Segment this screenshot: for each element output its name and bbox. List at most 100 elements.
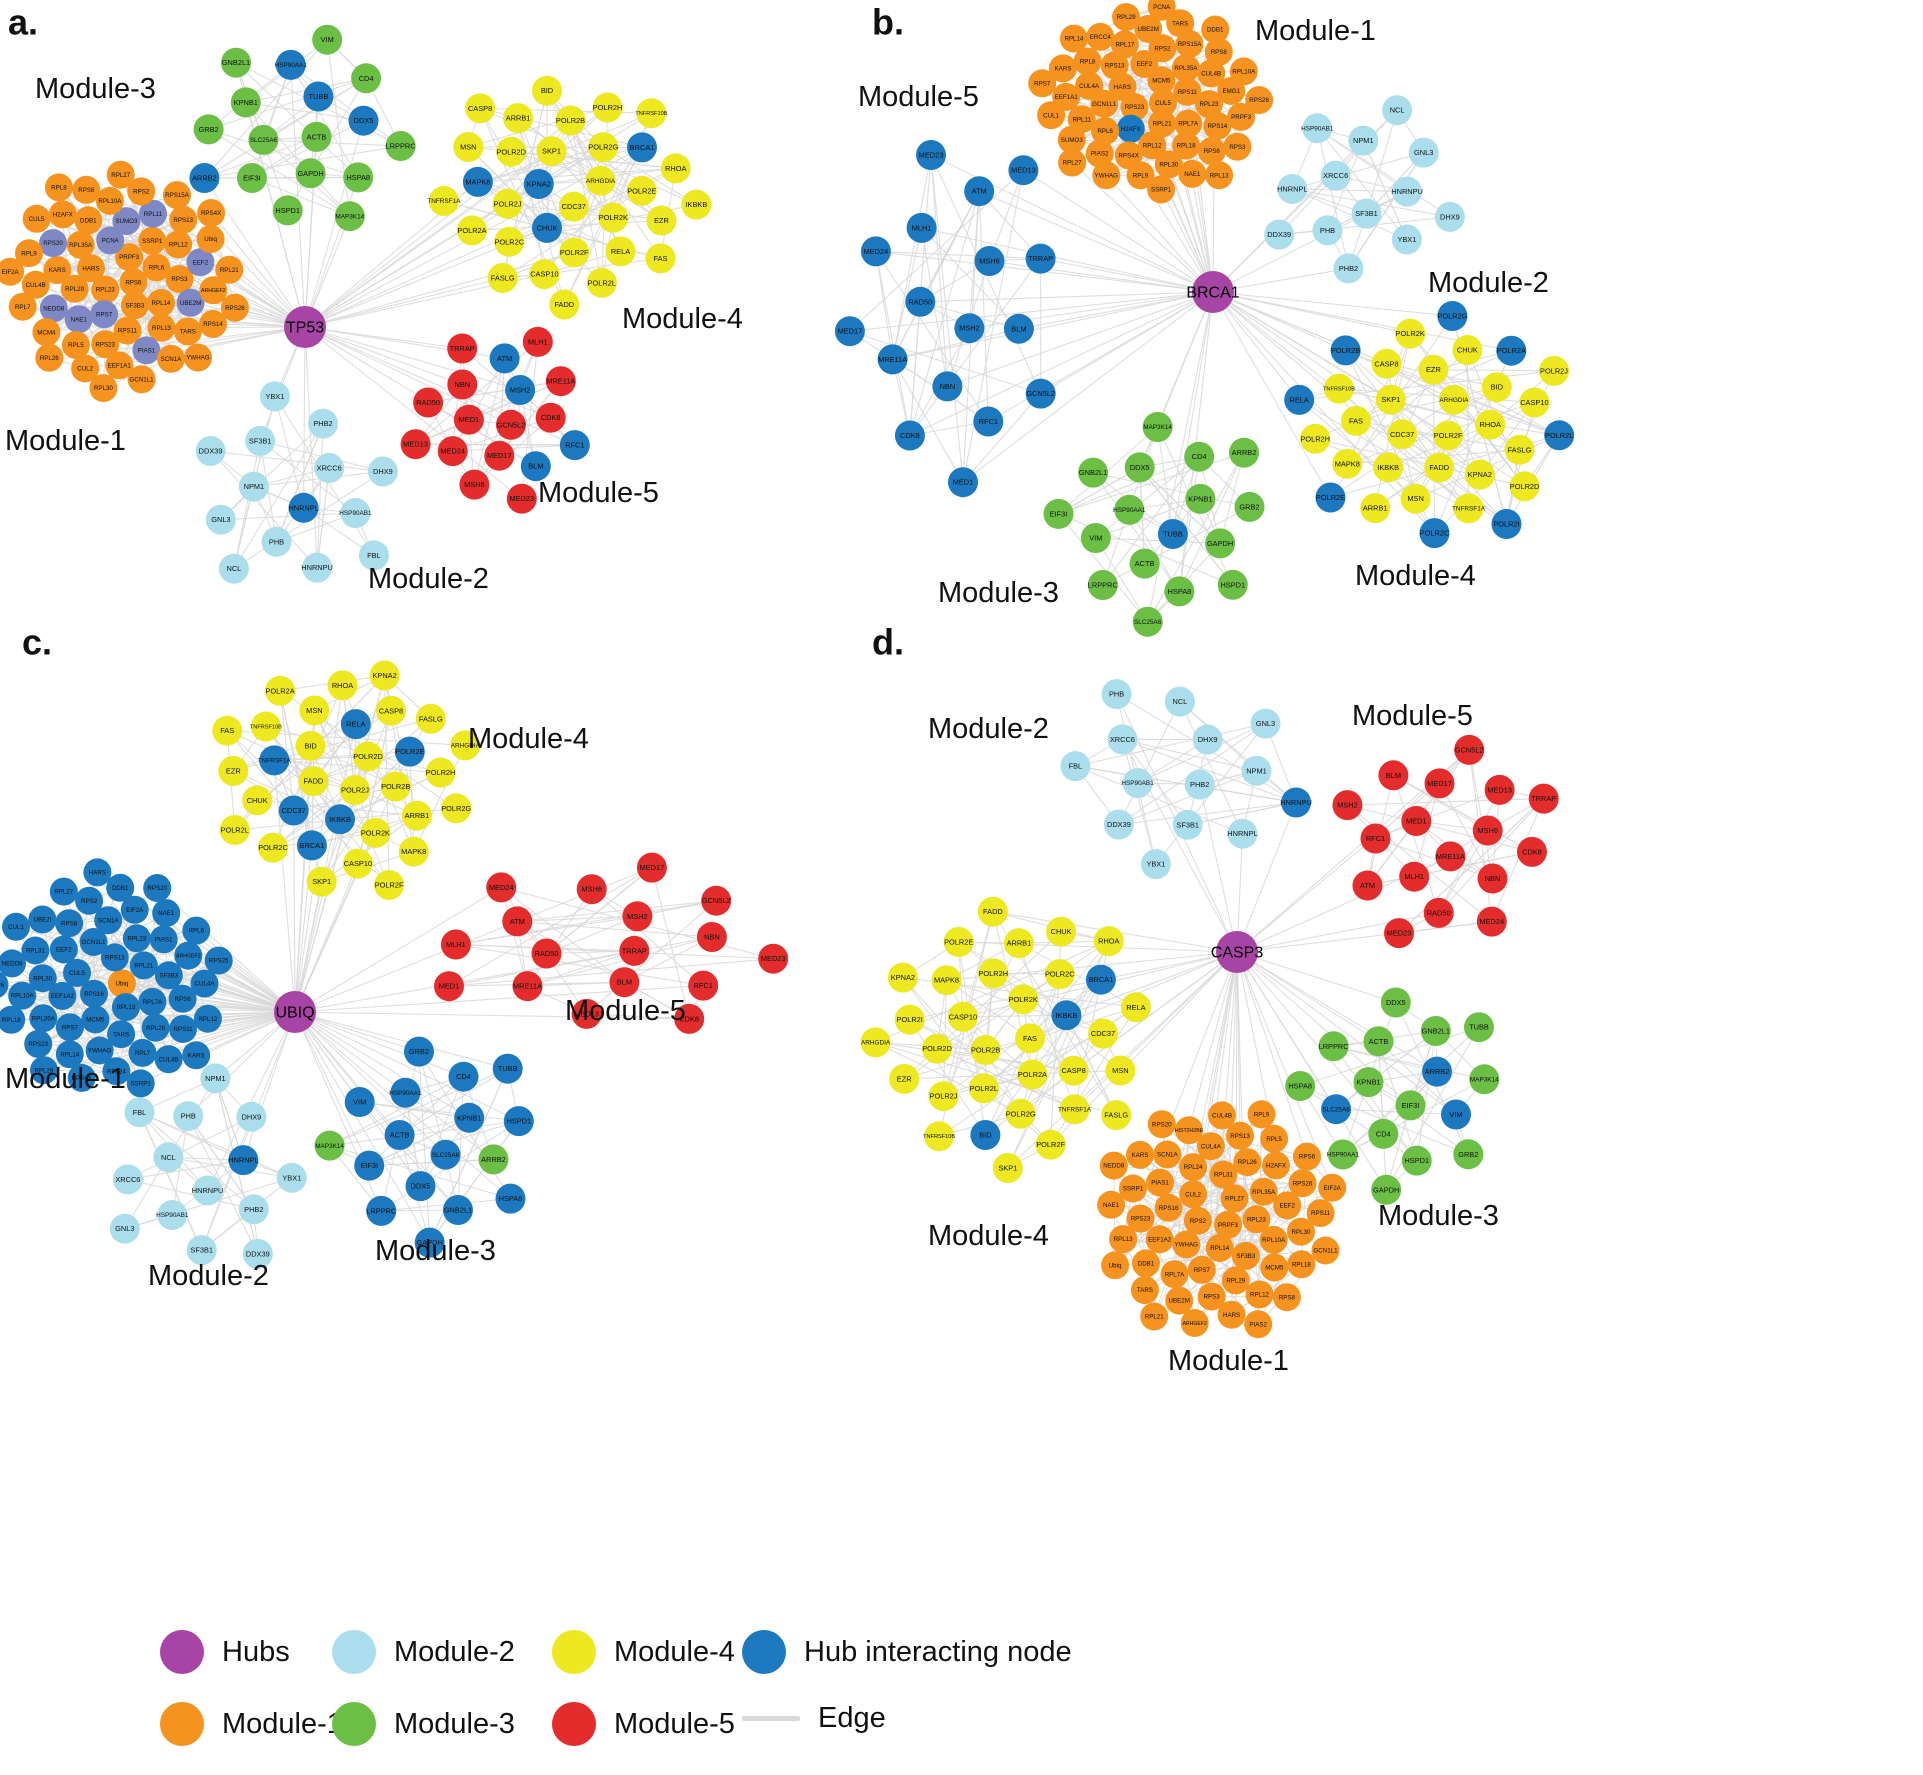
- node-MAPK8[interactable]: MAPK8: [1332, 448, 1363, 479]
- node-KPNB1[interactable]: KPNB1: [1185, 483, 1216, 514]
- node-CHUK[interactable]: CHUK: [532, 212, 562, 243]
- node-FBL[interactable]: FBL: [358, 540, 389, 571]
- node-RPL12[interactable]: RPL12: [1245, 1280, 1274, 1309]
- node-MRE11A[interactable]: MRE11A: [877, 344, 908, 375]
- node-RPL18[interactable]: RPL18: [0, 1005, 26, 1034]
- node-HNRNPU[interactable]: HNRNPU: [1391, 176, 1423, 207]
- node-FAS[interactable]: FAS: [212, 715, 243, 746]
- node-EEF2[interactable]: EEF2: [1130, 50, 1159, 78]
- node-KPNA2[interactable]: KPNA2: [369, 660, 400, 691]
- node-HSP90AA1[interactable]: HSP90AA1: [275, 49, 308, 80]
- node-TNFRSF1A[interactable]: TNFRSF1A: [1058, 1094, 1092, 1125]
- node-POLR2G[interactable]: POLR2G: [1437, 301, 1468, 331]
- node-GCN1L1[interactable]: GCN1L1: [127, 365, 156, 394]
- node-POLR2J[interactable]: POLR2J: [928, 1081, 959, 1112]
- node-NEDD8[interactable]: NEDD8: [0, 949, 26, 978]
- node-SSRP1[interactable]: SSRP1: [138, 226, 167, 255]
- node-ACTB[interactable]: ACTB: [1363, 1026, 1394, 1057]
- node-TNFRSF10B[interactable]: TNFRSF10B: [250, 711, 282, 742]
- node-SKP1[interactable]: SKP1: [1375, 384, 1406, 415]
- node-RPL14[interactable]: RPL14: [55, 1040, 84, 1069]
- node-POLR2D[interactable]: POLR2D: [1509, 471, 1540, 502]
- node-PHB[interactable]: PHB: [261, 526, 292, 557]
- node-RPL7A[interactable]: RPL7A: [138, 987, 167, 1016]
- node-NPM1[interactable]: NPM1: [1241, 755, 1272, 786]
- node-PHB2[interactable]: PHB2: [1333, 253, 1364, 284]
- node-POLR2F[interactable]: POLR2F: [374, 870, 405, 900]
- node-RPL29[interactable]: RPL29: [30, 1056, 58, 1085]
- node-RPL21[interactable]: RPL21: [1140, 1302, 1169, 1331]
- node-TNFRSF10B[interactable]: TNFRSF10B: [923, 1121, 955, 1152]
- node-PHB[interactable]: PHB: [1312, 215, 1343, 246]
- node-CUL1[interactable]: CUL1: [1037, 101, 1066, 130]
- node-RAD50[interactable]: RAD50: [531, 938, 562, 969]
- node-FBL[interactable]: FBL: [124, 1097, 155, 1128]
- node-PCNA[interactable]: PCNA: [1147, 0, 1176, 21]
- node-POLR2D[interactable]: POLR2D: [496, 136, 527, 167]
- node-ARRB1[interactable]: ARRB1: [503, 103, 534, 134]
- node-PRPF3[interactable]: PRPF3: [115, 243, 144, 272]
- node-CUL4A[interactable]: CUL4A: [1075, 71, 1104, 100]
- node-NAE1[interactable]: NAE1: [1097, 1190, 1126, 1219]
- node-MAP3K14[interactable]: MAP3K14: [1142, 412, 1173, 442]
- node-MED23[interactable]: MED23: [1384, 918, 1414, 949]
- node-RPL12[interactable]: RPL12: [193, 1004, 222, 1033]
- node-CASP8[interactable]: CASP8: [465, 93, 496, 124]
- node-RPL27[interactable]: RPL27: [49, 877, 78, 906]
- node-RPS13[interactable]: RPS13: [169, 205, 198, 234]
- node-VIM[interactable]: VIM: [344, 1087, 375, 1117]
- node-KPNB1[interactable]: KPNB1: [454, 1102, 485, 1133]
- node-MED13[interactable]: MED13: [1008, 155, 1039, 186]
- node-RPL35A[interactable]: RPL35A: [1249, 1177, 1278, 1206]
- node-KPNB1[interactable]: KPNB1: [230, 87, 261, 118]
- node-EEF1A1[interactable]: EEF1A1: [105, 351, 134, 380]
- node-SF3B1[interactable]: SF3B1: [1172, 809, 1203, 840]
- node-RPL7A[interactable]: RPL7A: [1174, 109, 1203, 138]
- node-HSPA8[interactable]: HSPA8: [495, 1183, 526, 1214]
- node-PIAS1[interactable]: PIAS1: [132, 336, 161, 365]
- node-RPL14[interactable]: RPL14: [1205, 1234, 1234, 1262]
- node-Ubiq[interactable]: Ubiq: [107, 969, 136, 998]
- node-XRCC6[interactable]: XRCC6: [314, 453, 345, 483]
- node-POLR2D[interactable]: POLR2D: [353, 741, 383, 772]
- node-POLR2L[interactable]: POLR2L: [586, 267, 617, 298]
- node-SCN1A[interactable]: SCN1A: [1153, 1140, 1182, 1169]
- node-SKP1[interactable]: SKP1: [992, 1153, 1023, 1183]
- node-Ubiq[interactable]: Ubiq: [196, 225, 225, 254]
- node-POLR2I[interactable]: POLR2I: [1491, 509, 1522, 539]
- node-RPL35A[interactable]: RPL35A: [1171, 54, 1200, 82]
- node-POLR2F[interactable]: POLR2F: [559, 237, 590, 268]
- node-EIF3I[interactable]: EIF3I: [1395, 1090, 1426, 1121]
- node-RPL26[interactable]: RPL26: [35, 343, 64, 372]
- node-SSRP1[interactable]: SSRP1: [126, 1069, 155, 1098]
- node-POLR2D[interactable]: POLR2D: [922, 1033, 952, 1064]
- node-POLR2F[interactable]: POLR2F: [1035, 1129, 1066, 1160]
- node-DDB1[interactable]: DDB1: [106, 873, 135, 902]
- node-ACTB[interactable]: ACTB: [301, 121, 332, 152]
- node-HNRNPL[interactable]: HNRNPL: [1227, 818, 1258, 849]
- node-RPS11[interactable]: RPS11: [1173, 77, 1202, 106]
- node-RPL18[interactable]: RPL18: [1287, 1250, 1316, 1279]
- node-RPS16[interactable]: RPS16: [80, 979, 108, 1008]
- node-BID[interactable]: BID: [532, 75, 562, 106]
- node-GAPDH[interactable]: GAPDH: [414, 1227, 445, 1258]
- node-CUL4B[interactable]: CUL4B: [1208, 1101, 1236, 1130]
- node-MCM5[interactable]: MCM5: [81, 1005, 110, 1034]
- node-EEF1A2[interactable]: EEF1A2: [1145, 1225, 1174, 1254]
- node-PIAS1[interactable]: PIAS1: [1146, 1168, 1174, 1197]
- node-RHOA[interactable]: RHOA: [327, 670, 358, 701]
- node-RPS23[interactable]: RPS23: [91, 330, 120, 359]
- node-RPL31[interactable]: RPL31: [21, 936, 50, 965]
- node-DHX9[interactable]: DHX9: [1434, 201, 1465, 232]
- node-RPL21[interactable]: RPL21: [129, 951, 158, 980]
- node-SF3B3[interactable]: SF3B3: [120, 291, 149, 320]
- node-YWHAG[interactable]: YWHAG: [1092, 161, 1121, 190]
- node-CUL4A[interactable]: CUL4A: [1196, 1132, 1225, 1161]
- node-MED1[interactable]: MED1: [453, 404, 484, 435]
- node-SLC25A6[interactable]: SLC25A6: [1321, 1094, 1352, 1125]
- node-SF3B3[interactable]: SF3B3: [1231, 1241, 1260, 1270]
- node-RPS7[interactable]: RPS7: [1187, 1255, 1216, 1284]
- node-RPS2[interactable]: RPS2: [1148, 34, 1177, 63]
- node-SF3B3[interactable]: SF3B3: [154, 961, 183, 990]
- node-CHUK[interactable]: CHUK: [1046, 916, 1077, 947]
